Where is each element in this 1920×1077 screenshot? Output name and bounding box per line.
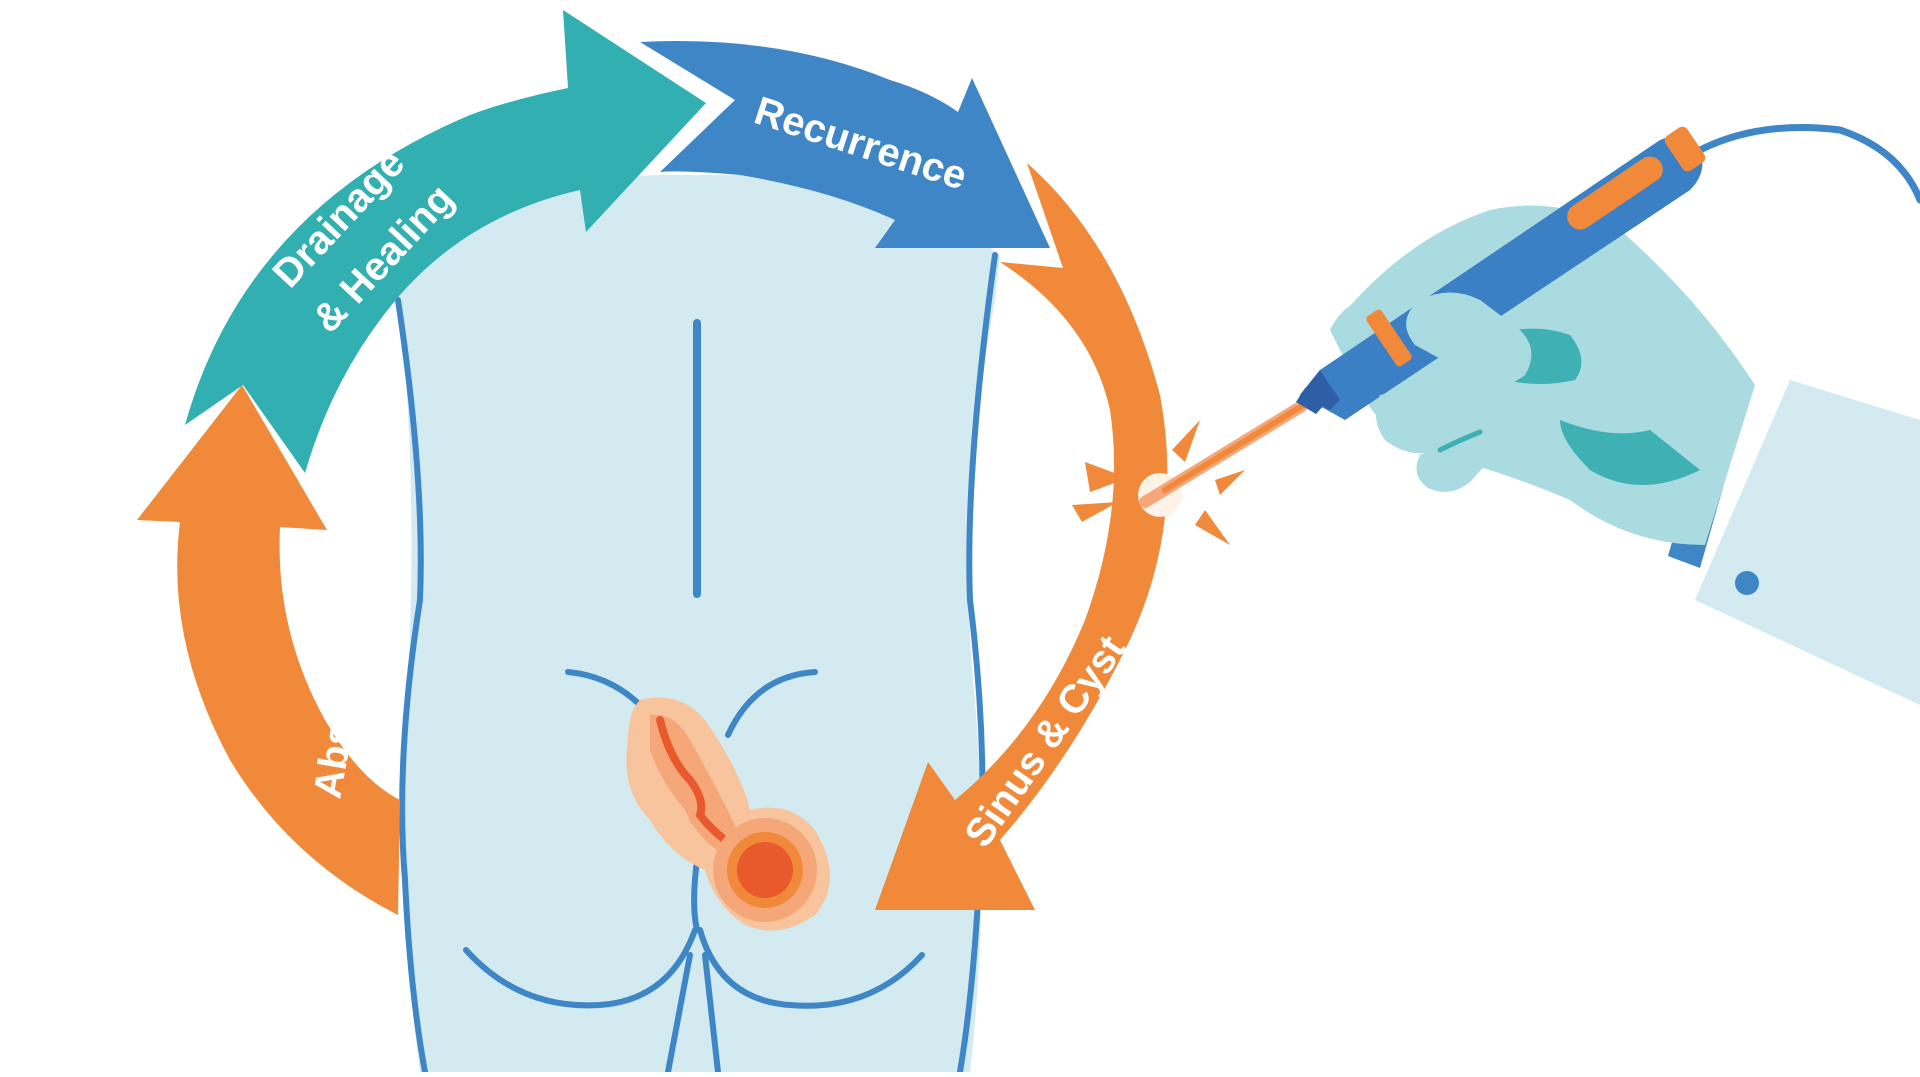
stage-recurrence-arrow: Recurrence xyxy=(640,41,1050,248)
dimple-left xyxy=(565,669,643,708)
drainage-arrow-shape xyxy=(185,10,706,473)
laser-pen-end xyxy=(1664,126,1706,172)
glove-fingers-front xyxy=(1376,292,1532,492)
dimple-right xyxy=(725,669,818,738)
spark-ray xyxy=(1072,502,1118,522)
glove-thumb xyxy=(1406,292,1532,385)
glove-index-finger xyxy=(1376,374,1514,454)
sinus-arrow-shape xyxy=(875,163,1168,910)
body-outline-right xyxy=(957,252,998,1075)
leg-line-right xyxy=(702,952,721,1075)
spark-ray xyxy=(1130,512,1150,535)
body-silhouette xyxy=(400,174,1000,1072)
spark-ray xyxy=(1215,470,1245,495)
glove-middle-finger xyxy=(1416,432,1492,492)
laser-beam xyxy=(1139,400,1308,508)
spark-ray xyxy=(1172,420,1200,462)
glove-finger-crease xyxy=(1437,429,1483,453)
pilonidal-sinus-icon xyxy=(626,697,830,931)
laser-cable xyxy=(1696,124,1920,204)
laser-pen-button xyxy=(1567,156,1663,230)
laser-pen-icon xyxy=(1296,124,1920,420)
spark-ray xyxy=(1195,510,1230,545)
sleeve-shape xyxy=(1695,380,1920,705)
cyst-core xyxy=(737,842,793,898)
leg-line-left xyxy=(665,952,693,1075)
abscess-arrow-shape xyxy=(137,385,400,915)
sleeve-button xyxy=(1735,571,1759,595)
abscess-label: Abscess & Pain xyxy=(306,498,401,801)
stage-abscess-arrow: Abscess & Pain xyxy=(137,385,401,915)
body-figure xyxy=(395,174,1000,1075)
laser-pen-nozzle xyxy=(1296,388,1325,414)
buttock-curve-left xyxy=(463,927,698,1009)
body-outline-left xyxy=(395,297,428,1075)
spark-ray xyxy=(1122,440,1150,470)
sinus-tract-inner xyxy=(653,733,695,824)
buttock-curve-right xyxy=(697,927,925,1009)
recurrence-arrow-shape xyxy=(640,41,1050,248)
laser-pen-band xyxy=(1366,309,1412,367)
glove-cuff-shadow xyxy=(1560,420,1700,485)
spark-ray xyxy=(1085,462,1128,492)
